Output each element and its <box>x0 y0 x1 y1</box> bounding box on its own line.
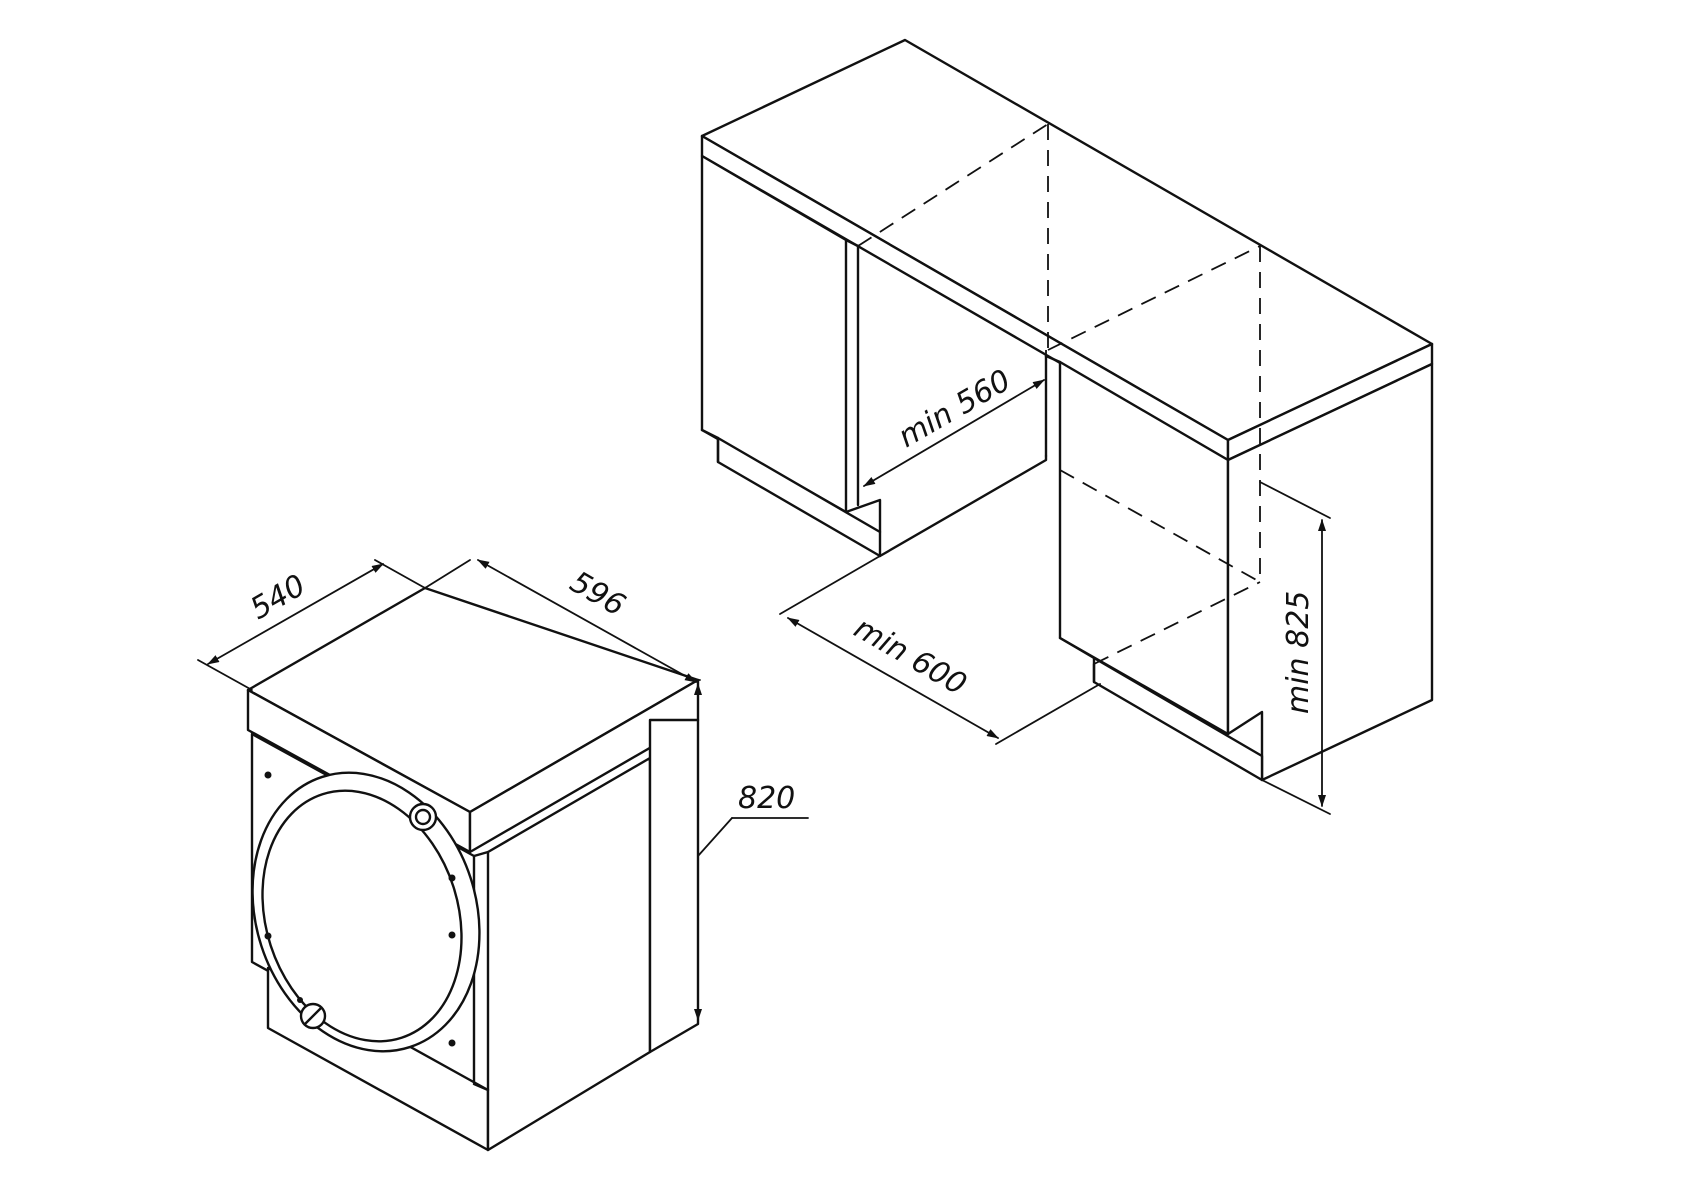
dim-label-820: 820 <box>738 781 795 816</box>
niche-hidden-top-rear <box>857 123 1049 247</box>
door-porthole-outer <box>251 771 481 1053</box>
dim-line-min-560 <box>863 379 1045 487</box>
dim-line-540 <box>207 563 384 665</box>
washing-machine <box>246 586 700 1152</box>
dim-label-min-560: min 560 <box>893 363 1017 455</box>
control-knob-icon <box>408 802 438 832</box>
kitchen-cabinet <box>700 38 1434 782</box>
machine-side-rear <box>648 718 700 1054</box>
dim-label-540: 540 <box>245 568 312 627</box>
door-porthole-inner <box>261 789 463 1043</box>
dim-label-min-825: min 825 <box>1281 591 1316 714</box>
dim-line-596 <box>477 559 697 683</box>
dim-line-min-600 <box>787 617 999 739</box>
